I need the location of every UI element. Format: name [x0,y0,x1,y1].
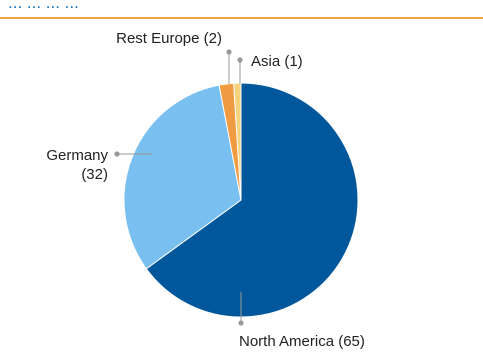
slice-asia [233,82,242,201]
data-label-line: Germany [46,147,108,164]
data-label-germany: Germany (32) [46,147,108,183]
chart-heading: ... ... ... ... [8,0,79,12]
leader-dot-north-america [238,320,244,326]
slice-north-america [145,82,359,318]
data-label-line: Rest Europe (2) [116,30,222,47]
heading-rule [0,17,483,19]
label-leaders [114,49,244,326]
pie-slices [123,82,359,318]
data-label-rest-europe: Rest Europe (2) [116,30,222,47]
data-label-line: North America (65) [239,333,365,350]
data-label-line: Asia (1) [251,53,303,70]
leader-dot-asia [237,57,243,63]
slice-labels: North America (65) Germany (32) Rest Europe… [46,30,365,350]
data-label-north-america: North America (65) [239,333,365,350]
data-label-line: (32) [81,166,108,183]
leader-dot-rest-europe [226,49,232,55]
leader-dot-germany [114,151,120,157]
data-label-asia: Asia (1) [251,53,303,70]
slice-germany [123,84,242,270]
